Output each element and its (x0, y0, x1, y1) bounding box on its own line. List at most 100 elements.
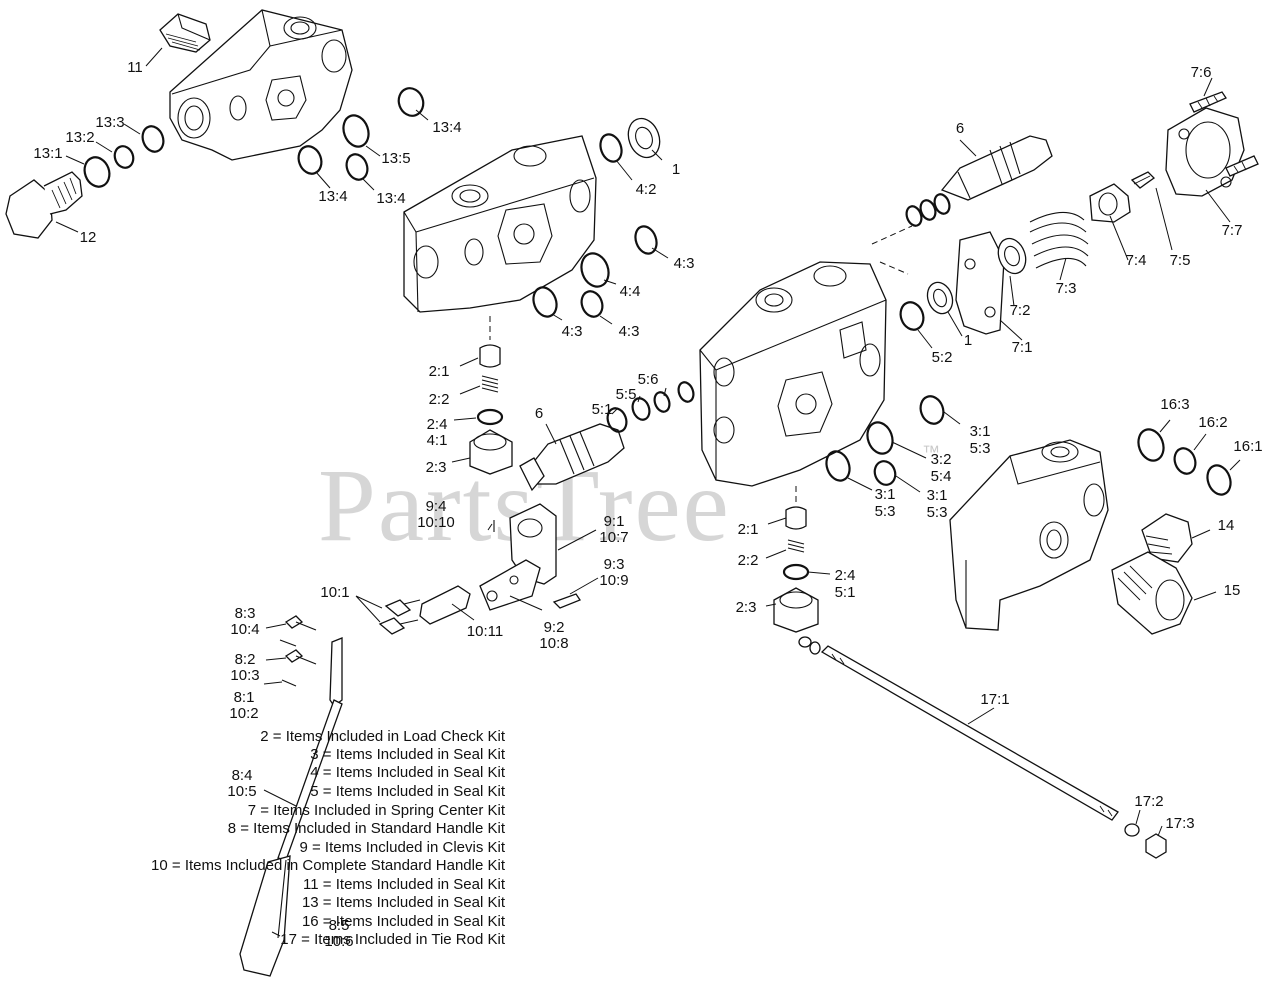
callout-10-11: 10:11 (467, 623, 503, 640)
callout-7-6: 7:6 (1191, 64, 1212, 81)
legend-line: 3 = Items Included in Seal Kit (310, 746, 506, 763)
legend-line: 13 = Items Included in Seal Kit (302, 894, 506, 911)
tie-rod-17 (798, 636, 1167, 859)
watermark-trademark: ™ (922, 442, 940, 462)
callout-13-5: 13:5 (381, 150, 410, 167)
callout-4-3-b: 4:3 (562, 323, 583, 340)
callout-1-a: 1 (672, 161, 680, 178)
callout-16-3: 16:3 (1160, 396, 1189, 413)
callout-7-2: 7:2 (1010, 302, 1031, 319)
work-section-1-orings (532, 117, 661, 318)
callout-13-2: 13:2 (65, 129, 94, 146)
callout-11: 11 (127, 59, 143, 76)
legend-line: 7 = Items Included in Spring Center Kit (248, 802, 506, 819)
callout-5-5: 5:5 (616, 386, 637, 403)
callout-4-2: 4:2 (636, 181, 657, 198)
callout-12: 12 (80, 229, 97, 246)
callout-10-1: 10:1 (320, 584, 349, 601)
callout-13-4-b: 13:4 (318, 188, 347, 205)
leader-lines (55, 47, 1241, 937)
callout-14: 14 (1218, 517, 1235, 534)
load-check-2 (773, 486, 819, 633)
work-section-2-seals-upper (899, 281, 954, 331)
plug-14 (1141, 513, 1193, 563)
callout-7-1: 7:1 (1012, 339, 1033, 356)
inlet-section-housing (169, 9, 353, 161)
legend-line: 8 = Items Included in Standard Handle Ki… (228, 820, 506, 837)
legend-line: 5 = Items Included in Seal Kit (310, 783, 506, 800)
work-section-2-housing (699, 261, 887, 487)
callout-5-6: 5:6 (638, 371, 659, 388)
callout-labels: 11 13:3 13:2 13:1 12 13:4 13:5 13:4 13:4… (33, 59, 1262, 950)
outlet-seals-16 (1137, 428, 1232, 496)
callout-2-1-b: 2:1 (738, 521, 759, 538)
legend-line: 17 = Items Included in Tie Rod Kit (280, 931, 506, 948)
handle-pins-8 (279, 615, 317, 687)
clevis-assembly (378, 503, 581, 635)
callout-17-3: 17:3 (1165, 815, 1194, 832)
spool-seals-5 (606, 381, 695, 433)
legend-line: 16 = Items Included in Seal Kit (302, 913, 506, 930)
callout-2-2-a: 2:2 (429, 391, 450, 408)
legend-line: 2 = Items Included in Load Check Kit (260, 728, 506, 745)
callout-4-3-c: 4:3 (619, 323, 640, 340)
callout-7-4: 7:4 (1126, 252, 1147, 269)
callout-6-b: 6 (956, 120, 964, 137)
fitting-15 (1111, 551, 1193, 635)
callout-17-2: 17:2 (1134, 793, 1163, 810)
inlet-orings (83, 87, 425, 188)
callout-13-4-c: 13:4 (376, 190, 405, 207)
spool-centerline (871, 225, 913, 275)
callout-4-4: 4:4 (620, 283, 641, 300)
spring-center-kit (955, 91, 1259, 335)
relief-valve-6b (905, 135, 1053, 227)
plug-11 (159, 13, 211, 53)
callout-2-3-a: 2:3 (426, 459, 447, 476)
legend-line: 4 = Items Included in Seal Kit (310, 764, 506, 781)
legend-line: 10 = Items Included in Complete Standard… (151, 857, 506, 874)
callout-15: 15 (1224, 582, 1241, 599)
callout-7-5: 7:5 (1170, 252, 1191, 269)
callout-13-4-a: 13:4 (432, 119, 461, 136)
callout-2-2-b: 2:2 (738, 552, 759, 569)
callout-2-1-a: 2:1 (429, 363, 450, 380)
callout-16-1: 16:1 (1233, 438, 1262, 455)
callout-4-3-a: 4:3 (674, 255, 695, 272)
callout-2-3-b: 2:3 (736, 599, 757, 616)
callout-7-3: 7:3 (1056, 280, 1077, 297)
callout-1-b: 1 (964, 332, 972, 349)
callout-5-1-a: 5:1 (592, 401, 613, 418)
callout-5-2: 5:2 (932, 349, 953, 366)
callout-6-a: 6 (535, 405, 543, 422)
load-check-1 (469, 316, 513, 475)
callout-7-7: 7:7 (1222, 222, 1243, 239)
callout-16-2: 16:2 (1198, 414, 1227, 431)
work-section-1-housing (403, 135, 597, 313)
work-section-2-seals-3 (825, 395, 945, 486)
legend-line: 11 = Items Included in Seal Kit (303, 876, 506, 893)
plug-12 (5, 171, 83, 239)
legend-line: 9 = Items Included in Clevis Kit (299, 839, 505, 856)
relief-valve-6a (519, 423, 625, 492)
handle-lever (239, 637, 343, 977)
callout-17-1: 17:1 (980, 691, 1009, 708)
callout-13-1: 13:1 (33, 145, 62, 162)
outlet-section-housing (949, 439, 1109, 631)
kit-legend: 2 = Items Included in Load Check Kit 3 =… (151, 728, 506, 948)
